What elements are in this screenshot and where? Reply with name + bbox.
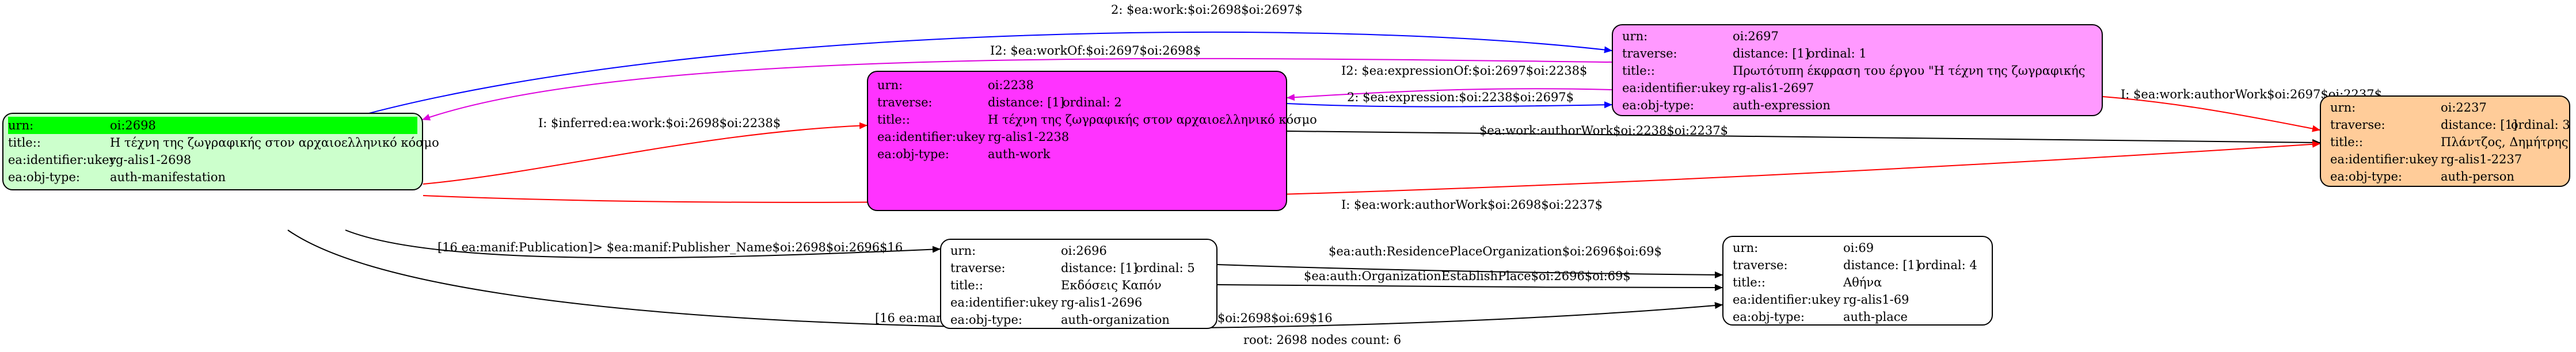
node-oi-69[interactable]: urn: oi:69 traverse: distance: [1]ordinal:…	[1722, 236, 1993, 326]
label-ukey: ea:identifier:ukey	[1622, 81, 1730, 95]
value-objtype: auth-organization	[1061, 313, 1170, 327]
value-urn: oi:2697	[1733, 29, 1779, 43]
edge-work-2698-2697	[345, 31, 1612, 120]
edge-publisher-2698-2696	[345, 229, 941, 259]
value-ukey: rg-alis1-2237	[2441, 152, 2522, 166]
label-title: title::	[1733, 276, 1765, 289]
value-distance: distance: [1]	[2441, 118, 2518, 132]
label-traverse: traverse:	[877, 95, 933, 109]
edge-label-establish-2696-69: $ea:auth:OrganizationEstablishPlace$oi:2…	[1304, 269, 1631, 283]
edge-authorwork-2238-2237	[1287, 131, 2320, 146]
value-distance: distance: [1]	[1061, 261, 1138, 275]
edge-label-workof-2697-2698: I2: $ea:workOf:$oi:2697$oi:2698$	[990, 44, 1201, 58]
label-title: title::	[2330, 135, 2363, 149]
value-distance: distance: [1]	[988, 95, 1065, 109]
node-oi-2238[interactable]: urn: oi:2238 traverse: distance: [1]ordina…	[867, 71, 1317, 211]
edge-workof-2697-2698	[422, 58, 1612, 121]
edge-establish-2696-69	[1217, 284, 1723, 291]
edge-authorwork-2698-2237	[423, 140, 2320, 203]
value-title: Η τέχνη της ζωγραφικής στον αρχαιοελληνι…	[988, 113, 1317, 127]
label-ukey: ea:identifier:ukey	[950, 296, 1059, 309]
value-urn: oi:2237	[2441, 101, 2487, 114]
label-objtype: ea:obj-type:	[877, 147, 949, 161]
label-ukey: ea:identifier:ukey	[1733, 293, 1841, 307]
value-title: Εκδόσεις Καπόν	[1061, 278, 1162, 292]
node-oi-2696[interactable]: urn: oi:2696 traverse: distance: [1]ordina…	[940, 239, 1217, 329]
edge-label-expression-2238-2697: 2: $ea:expression:$oi:2238$oi:2697$	[1347, 90, 1574, 104]
edge-authorwork-2697-2237	[2102, 96, 2320, 132]
label-urn: urn:	[877, 78, 903, 92]
value-urn: oi:2696	[1061, 244, 1107, 258]
edge-inferred-work-2698-2238	[423, 122, 867, 185]
value-distance: distance: [1]	[1843, 258, 1920, 272]
value-title: Πλάντζος, Δημήτρης	[2441, 135, 2569, 149]
edge-label-publisher-2698-2696: [16 ea:manif:Publication]> $ea:manif:Pub…	[437, 240, 903, 254]
value-title: Αθήνα	[1843, 276, 1882, 289]
value-objtype: auth-manifestation	[110, 170, 226, 184]
node-oi-2697[interactable]: urn: oi:2697 traverse: distance: [1]ordina…	[1612, 24, 2103, 116]
label-urn: urn:	[950, 244, 976, 258]
value-ordinal: ordinal: 1	[1808, 47, 1867, 60]
value-urn: oi:2698	[110, 118, 156, 132]
node-oi-2698[interactable]: urn: oi:2698 title::Η τέχνη της ζωγραφικ…	[2, 113, 439, 190]
label-ukey: ea:identifier:ukey	[8, 153, 116, 167]
edge-label-authorwork-2698-2237: I: $ea:work:authorWork$oi:2698$oi:2237$	[1341, 198, 1603, 212]
graph-footer: root: 2698 nodes count: 6	[1243, 333, 1401, 347]
label-objtype: ea:obj-type:	[1733, 310, 1805, 324]
edge-label-expressionof-2697-2238: I2: $ea:expressionOf:$oi:2697$oi:2238$	[1341, 64, 1587, 78]
label-ukey: ea:identifier:ukey	[877, 130, 985, 144]
label-traverse: traverse:	[2330, 118, 2385, 132]
label-title: title::	[1622, 64, 1655, 78]
label-objtype: ea:obj-type:	[1622, 98, 1694, 112]
edge-residence-2696-69	[1217, 264, 1723, 278]
label-title: title::	[877, 113, 910, 127]
label-traverse: traverse:	[950, 261, 1006, 275]
node-header-row: urn: oi:2698	[8, 117, 417, 134]
edge-label-work-2698-2697: 2: $ea:work:$oi:2698$oi:2697$	[1111, 3, 1303, 17]
value-distance: distance: [1]	[1733, 47, 1810, 60]
value-ordinal: ordinal: 2	[1063, 95, 1122, 109]
label-urn: urn:	[1733, 241, 1759, 255]
value-ukey: rg-alis1-2238	[988, 130, 1070, 144]
value-objtype: auth-work	[988, 147, 1051, 161]
value-objtype: auth-person	[2441, 170, 2514, 183]
value-ukey: rg-alis1-2698	[110, 153, 192, 167]
edge-expression-2238-2697	[1287, 101, 1612, 109]
value-title: Πρωτότυπη έκφραση του έργου "Η τέχνη της…	[1733, 64, 2090, 78]
value-urn: oi:2238	[988, 78, 1034, 92]
label-title: title::	[950, 278, 983, 292]
label-ukey: ea:identifier:ukey	[2330, 152, 2438, 166]
edge-label-residence-2696-69: $ea:auth:ResidencePlaceOrganization$oi:2…	[1329, 244, 1662, 258]
edge-label-inferred-work-2698-2238: I: $inferred:ea:work:$oi:2698$oi:2238$	[538, 116, 781, 130]
edge-expressionof-2697-2238	[1287, 88, 1612, 101]
label-objtype: ea:obj-type:	[8, 170, 80, 184]
value-objtype: auth-expression	[1733, 98, 1831, 112]
value-objtype: auth-place	[1843, 310, 1908, 324]
value-ordinal: ordinal: 3	[2511, 118, 2570, 132]
label-urn: urn:	[8, 118, 34, 132]
label-title: title::	[8, 136, 41, 150]
label-traverse: traverse:	[1733, 258, 1788, 272]
label-traverse: traverse:	[1622, 47, 1677, 60]
value-ukey: rg-alis1-69	[1843, 293, 1909, 307]
edge-publication-place-2698-69	[287, 229, 1723, 329]
value-ordinal: ordinal: 4	[1918, 258, 1977, 272]
node-oi-2237[interactable]: urn: oi:2237 traverse: distance: [1]ordina…	[2320, 95, 2570, 187]
label-objtype: ea:obj-type:	[2330, 170, 2402, 183]
value-title: Η τέχνη της ζωγραφικής στον αρχαιοελληνι…	[110, 136, 439, 150]
label-urn: urn:	[1622, 29, 1648, 43]
edge-label-authorwork-2238-2237: $ea:work:authorWork$oi:2238$oi:2237$	[1479, 124, 1728, 137]
label-objtype: ea:obj-type:	[950, 313, 1022, 327]
value-ukey: rg-alis1-2696	[1061, 296, 1143, 309]
label-urn: urn:	[2330, 101, 2356, 114]
value-ordinal: ordinal: 5	[1136, 261, 1195, 275]
value-ukey: rg-alis1-2697	[1733, 81, 1814, 95]
value-urn: oi:69	[1843, 241, 1874, 255]
